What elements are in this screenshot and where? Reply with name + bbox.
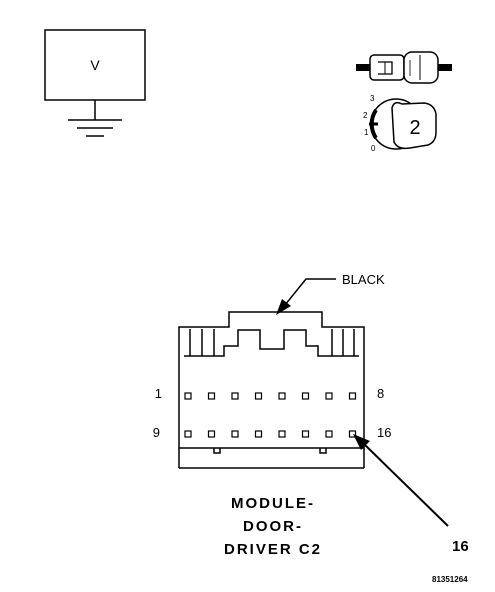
connector-color-label: BLACK (342, 272, 385, 287)
connector-pins (184, 392, 357, 438)
switch-position-1: 1 (364, 128, 369, 137)
pin-cavity-7 (325, 392, 333, 400)
voltmeter-icon: V (44, 29, 146, 137)
figure-id: 81351264 (432, 575, 468, 584)
pin-cavity-12 (254, 430, 263, 438)
pin-cavity-8 (348, 392, 357, 400)
pin-cavity-2 (207, 392, 216, 400)
pin-cavity-9 (184, 430, 192, 438)
pin-label-row2-end: 16 (377, 425, 391, 440)
connector-title-line-2: DOOR- (243, 518, 303, 535)
pin-cavity-14 (301, 430, 310, 438)
pin-cavity-11 (231, 430, 239, 438)
pin-cavity-15 (325, 430, 333, 438)
pin-callout-arrow (353, 434, 449, 527)
pin-cavity-5 (278, 392, 286, 400)
switch-selected-label: 2 (409, 117, 420, 139)
connector-title-line-1: MODULE- (231, 495, 315, 512)
connector-title-line-3: DRIVER C2 (224, 541, 322, 558)
pin-cavity-4 (254, 392, 263, 400)
connector-plug-icon (356, 51, 452, 84)
pin-callout-label: 16 (452, 538, 469, 555)
pin-cavity-13 (278, 430, 286, 438)
ground-icon (68, 119, 122, 137)
connector-face (178, 311, 365, 469)
switch-position-3: 3 (370, 94, 375, 103)
switch-position-2: 2 (363, 111, 368, 120)
voltmeter-label: V (90, 57, 100, 73)
ignition-switch-icon: 3 2 1 0 2 (363, 94, 437, 153)
pin-label-row2-start: 9 (153, 425, 160, 440)
pin-cavity-10 (207, 430, 216, 438)
pin-label-row1-end: 8 (377, 386, 384, 401)
pin-cavity-6 (301, 392, 310, 400)
connector-color-callout: BLACK (276, 272, 385, 315)
pin-cavity-1 (184, 392, 192, 400)
pin-label-row1-start: 1 (155, 386, 162, 401)
pin-cavity-16 (348, 430, 357, 438)
switch-position-0: 0 (371, 144, 376, 153)
pin-cavity-3 (231, 392, 239, 400)
